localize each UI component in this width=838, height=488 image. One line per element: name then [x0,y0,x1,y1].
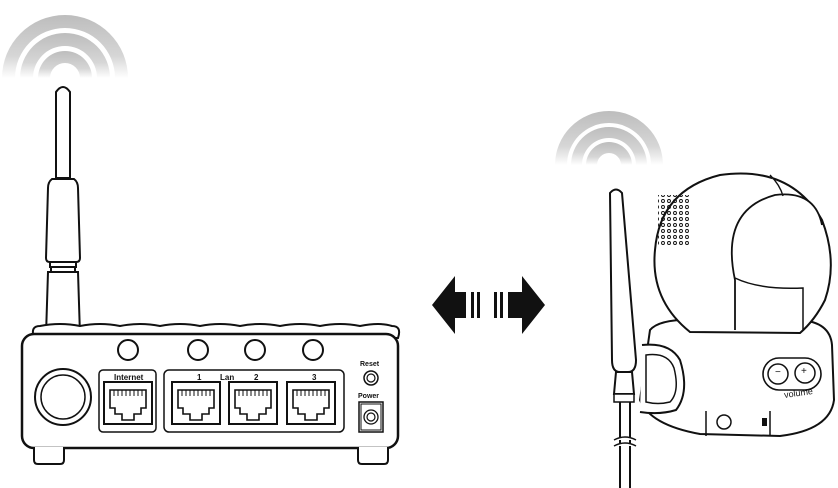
led-lan1 [187,339,209,361]
camera [608,172,836,488]
lan3-port-label: 3 [312,373,317,382]
lan-group-label: Lan [220,373,235,382]
port-internet [103,381,153,425]
port-lan2 [228,381,278,425]
volume-down-icon: − [775,367,781,378]
power-label: Power [358,393,380,400]
bidirectional-arrow-icon [432,276,545,334]
volume-up-icon: + [801,366,807,377]
port-lan3 [286,381,336,425]
camera-wifi-signal-icon [555,111,663,165]
internet-port-label: Internet [114,373,144,382]
led-lan3 [302,339,324,361]
port-lan1 [171,381,221,425]
lan2-port-label: 2 [254,373,259,382]
led-lan2 [244,339,266,361]
router-wifi-signal-icon [2,15,128,78]
reset-label: Reset [360,361,380,368]
led-internet [117,339,139,361]
router-antenna [44,86,82,336]
ethernet-ports [103,381,336,425]
lan1-port-label: 1 [197,373,202,382]
